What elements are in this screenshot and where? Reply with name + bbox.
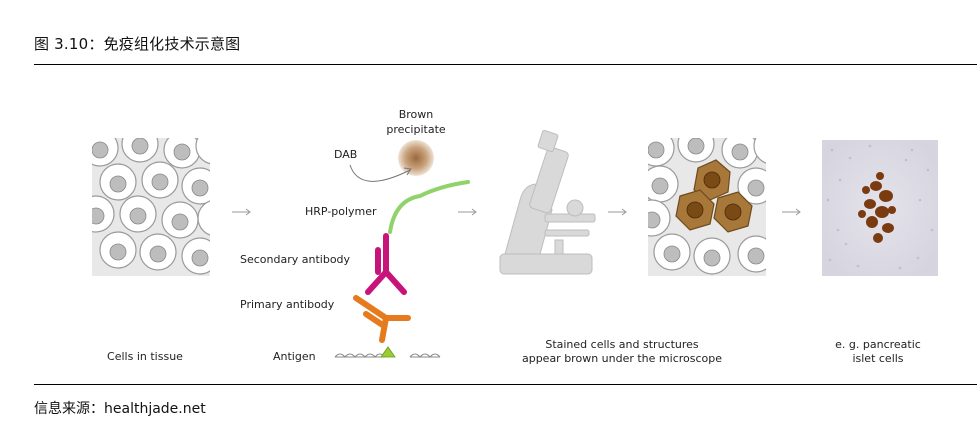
islet-micrograph (822, 140, 938, 276)
top-rule (34, 64, 977, 65)
primary-antibody (353, 295, 411, 343)
dab-arrowhead (403, 167, 412, 176)
islet-stain (858, 172, 896, 243)
dab-arrow (349, 164, 411, 182)
label-stained-line1: Stained cells and structures (545, 338, 699, 351)
label-stained-line2: appear brown under the microscope (522, 352, 722, 365)
label-hrp-polymer: HRP-polymer (305, 205, 377, 218)
antigen-triangle (380, 346, 396, 358)
label-antigen: Antigen (273, 350, 316, 363)
label-islet-line1: e. g. pancreatic (835, 338, 921, 351)
antigen-surface (334, 353, 441, 358)
arrow-2 (458, 208, 477, 216)
source-caption: 信息来源：healthjade.net (34, 401, 206, 417)
arrow-4 (782, 208, 801, 216)
arrow-3 (608, 208, 627, 216)
label-secondary-antibody: Secondary antibody (240, 253, 351, 266)
bottom-rule (34, 384, 977, 385)
stained-cells-panel (648, 138, 766, 276)
label-brown: Brown (399, 108, 434, 121)
label-cells-in-tissue: Cells in tissue (107, 350, 183, 363)
tissue-cells-panel (92, 138, 210, 276)
figure-title: 图 3.10：免疫组化技术示意图 (34, 35, 241, 53)
label-precipitate: precipitate (386, 123, 446, 136)
microscope-icon (499, 129, 596, 275)
label-primary-antibody: Primary antibody (240, 298, 335, 311)
hrp-polymer (388, 180, 470, 234)
brown-precipitate (398, 140, 434, 176)
label-dab: DAB (334, 148, 357, 161)
arrow-1 (232, 208, 251, 216)
secondary-antibody (365, 233, 407, 295)
label-islet-line2: islet cells (852, 352, 903, 365)
